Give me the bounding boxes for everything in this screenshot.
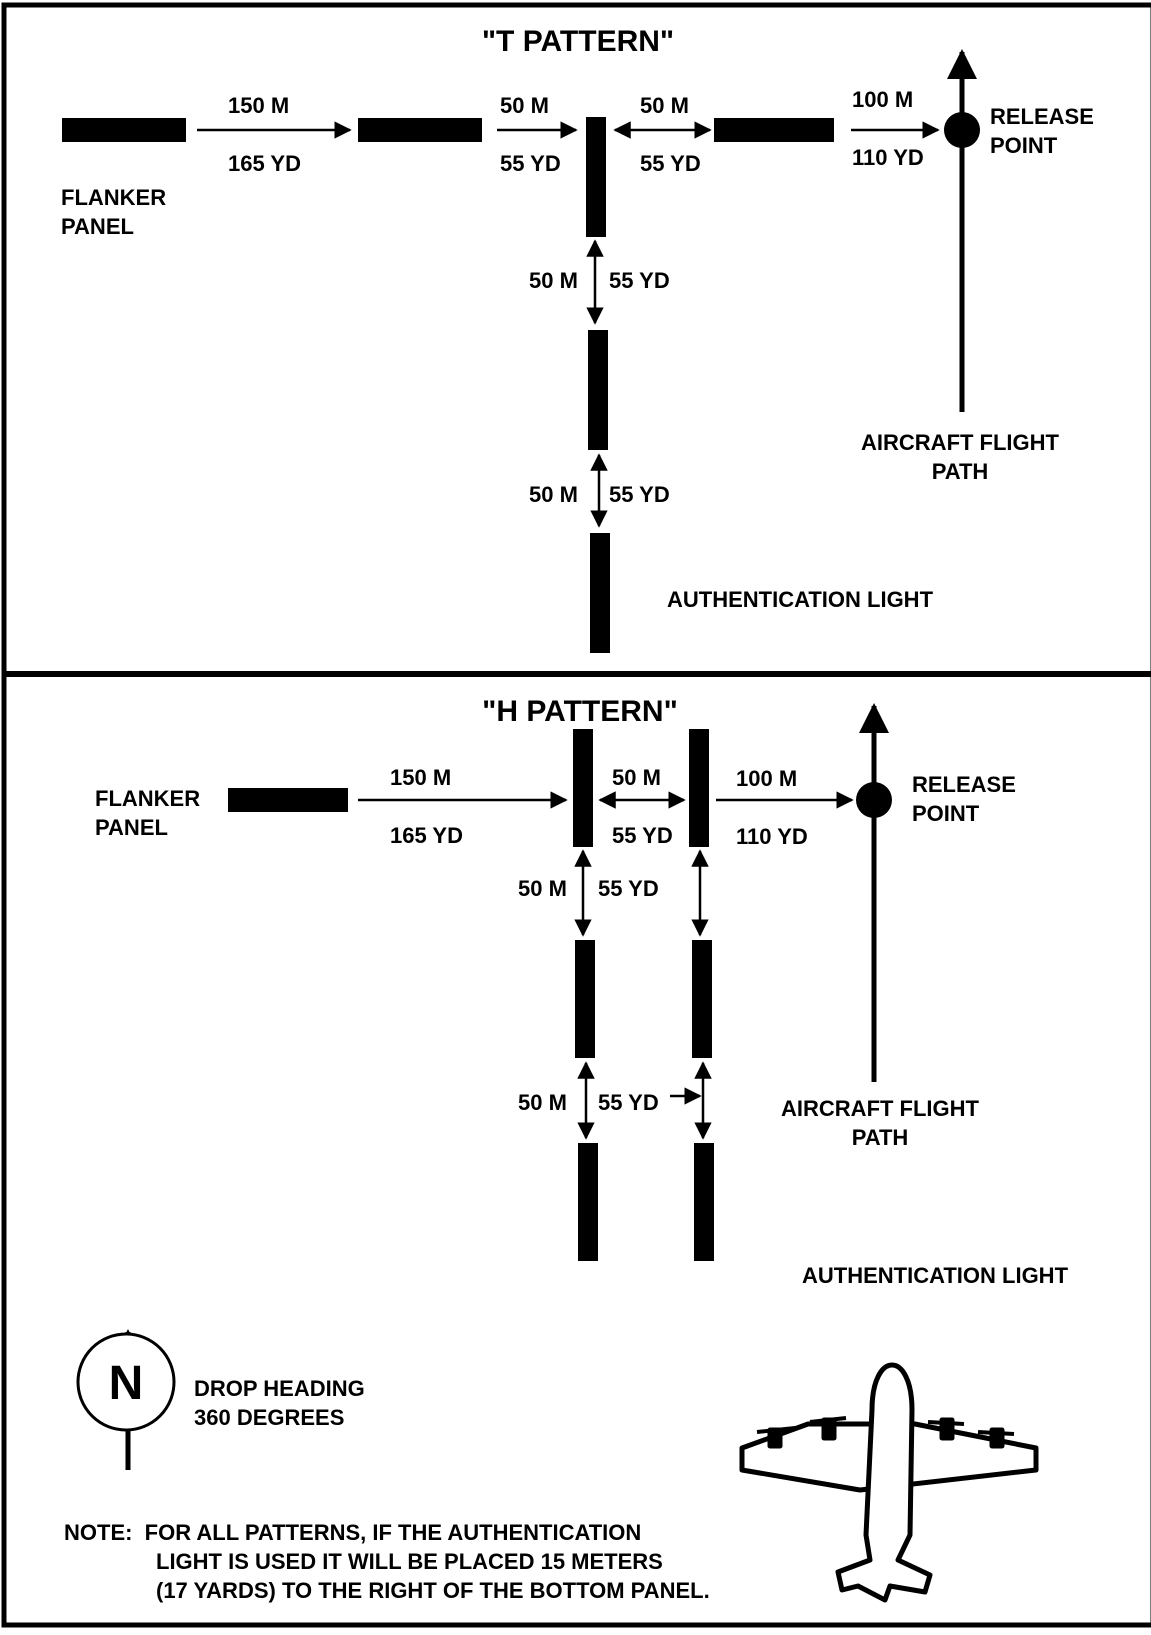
h-label-vert2-yd: 55 YD bbox=[598, 1090, 659, 1115]
h-panel-right-top bbox=[689, 729, 709, 847]
t-panel-center-mid bbox=[588, 330, 608, 450]
h-label-vert1-m: 50 M bbox=[518, 876, 567, 901]
t-label-vert2-yd: 55 YD bbox=[609, 482, 670, 507]
h-label-165yd: 165 YD bbox=[390, 823, 463, 848]
t-label-panel: PANEL bbox=[61, 214, 134, 239]
h-label-flight-path-2: PATH bbox=[852, 1125, 909, 1150]
t-label-50m-b: 50 M bbox=[640, 93, 689, 118]
h-label-vert1-yd: 55 YD bbox=[598, 876, 659, 901]
t-label-55yd-b: 55 YD bbox=[640, 151, 701, 176]
drop-heading-degrees: 360 DEGREES bbox=[194, 1405, 344, 1430]
note-line-1: NOTE: FOR ALL PATTERNS, IF THE AUTHENTIC… bbox=[64, 1520, 641, 1545]
h-label-110yd: 110 YD bbox=[736, 824, 808, 849]
t-label-flight-path-1: AIRCRAFT FLIGHT bbox=[861, 430, 1060, 455]
t-panel-center-bottom bbox=[590, 533, 610, 653]
h-panel-left-top bbox=[573, 729, 593, 847]
t-label-release: RELEASE bbox=[990, 104, 1094, 129]
t-panel-left bbox=[358, 118, 482, 142]
t-label-auth-light: AUTHENTICATION LIGHT bbox=[667, 587, 934, 612]
h-label-flight-path-1: AIRCRAFT FLIGHT bbox=[781, 1096, 980, 1121]
drop-heading-label: DROP HEADING bbox=[194, 1376, 365, 1401]
h-flanker-panel bbox=[228, 788, 348, 812]
h-pattern-title: "H PATTERN" bbox=[482, 695, 678, 728]
t-label-flight-path-2: PATH bbox=[932, 459, 989, 484]
t-label-55yd-a: 55 YD bbox=[500, 151, 561, 176]
t-label-150m: 150 M bbox=[228, 93, 289, 118]
t-label-50m-a: 50 M bbox=[500, 93, 549, 118]
compass-letter: N bbox=[109, 1357, 144, 1410]
aircraft-icon bbox=[739, 1362, 1039, 1603]
t-label-100m: 100 M bbox=[852, 87, 913, 112]
t-flanker-panel bbox=[62, 118, 186, 142]
h-panel-right-mid bbox=[692, 940, 712, 1058]
h-label-point: POINT bbox=[912, 801, 980, 826]
t-label-110yd: 110 YD bbox=[852, 145, 924, 170]
note-line-3: (17 YARDS) TO THE RIGHT OF THE BOTTOM PA… bbox=[156, 1578, 710, 1603]
t-label-flanker: FLANKER bbox=[61, 185, 166, 210]
t-release-point-dot bbox=[944, 112, 980, 148]
h-label-auth-light: AUTHENTICATION LIGHT bbox=[802, 1263, 1069, 1288]
h-pattern-section: "H PATTERN" FLANKER PANEL 150 M 165 YD 5… bbox=[95, 695, 1069, 1288]
t-pattern-section: "T PATTERN" 150 M 165 YD 50 M 55 YD 50 M… bbox=[61, 25, 1094, 653]
t-label-vert2-m: 50 M bbox=[529, 482, 578, 507]
t-label-vert1-yd: 55 YD bbox=[609, 268, 670, 293]
h-panel-right-bottom bbox=[694, 1143, 714, 1261]
h-label-vert2-m: 50 M bbox=[518, 1090, 567, 1115]
h-label-panel: PANEL bbox=[95, 815, 168, 840]
t-label-165yd: 165 YD bbox=[228, 151, 301, 176]
h-label-release: RELEASE bbox=[912, 772, 1016, 797]
note-line-2: LIGHT IS USED IT WILL BE PLACED 15 METER… bbox=[156, 1549, 663, 1574]
t-pattern-title: "T PATTERN" bbox=[482, 25, 674, 58]
t-panel-center-top bbox=[586, 117, 606, 237]
h-label-150m: 150 M bbox=[390, 765, 451, 790]
h-label-50m: 50 M bbox=[612, 765, 661, 790]
compass-north-icon: N bbox=[76, 1329, 176, 1470]
h-label-flanker: FLANKER bbox=[95, 786, 200, 811]
h-panel-left-bottom bbox=[578, 1143, 598, 1261]
h-release-point-dot bbox=[856, 782, 892, 818]
t-panel-right bbox=[714, 118, 834, 142]
t-label-vert1-m: 50 M bbox=[529, 268, 578, 293]
h-label-55yd: 55 YD bbox=[612, 823, 673, 848]
h-label-100m: 100 M bbox=[736, 766, 797, 791]
h-panel-left-mid bbox=[575, 940, 595, 1058]
t-label-point: POINT bbox=[990, 133, 1058, 158]
